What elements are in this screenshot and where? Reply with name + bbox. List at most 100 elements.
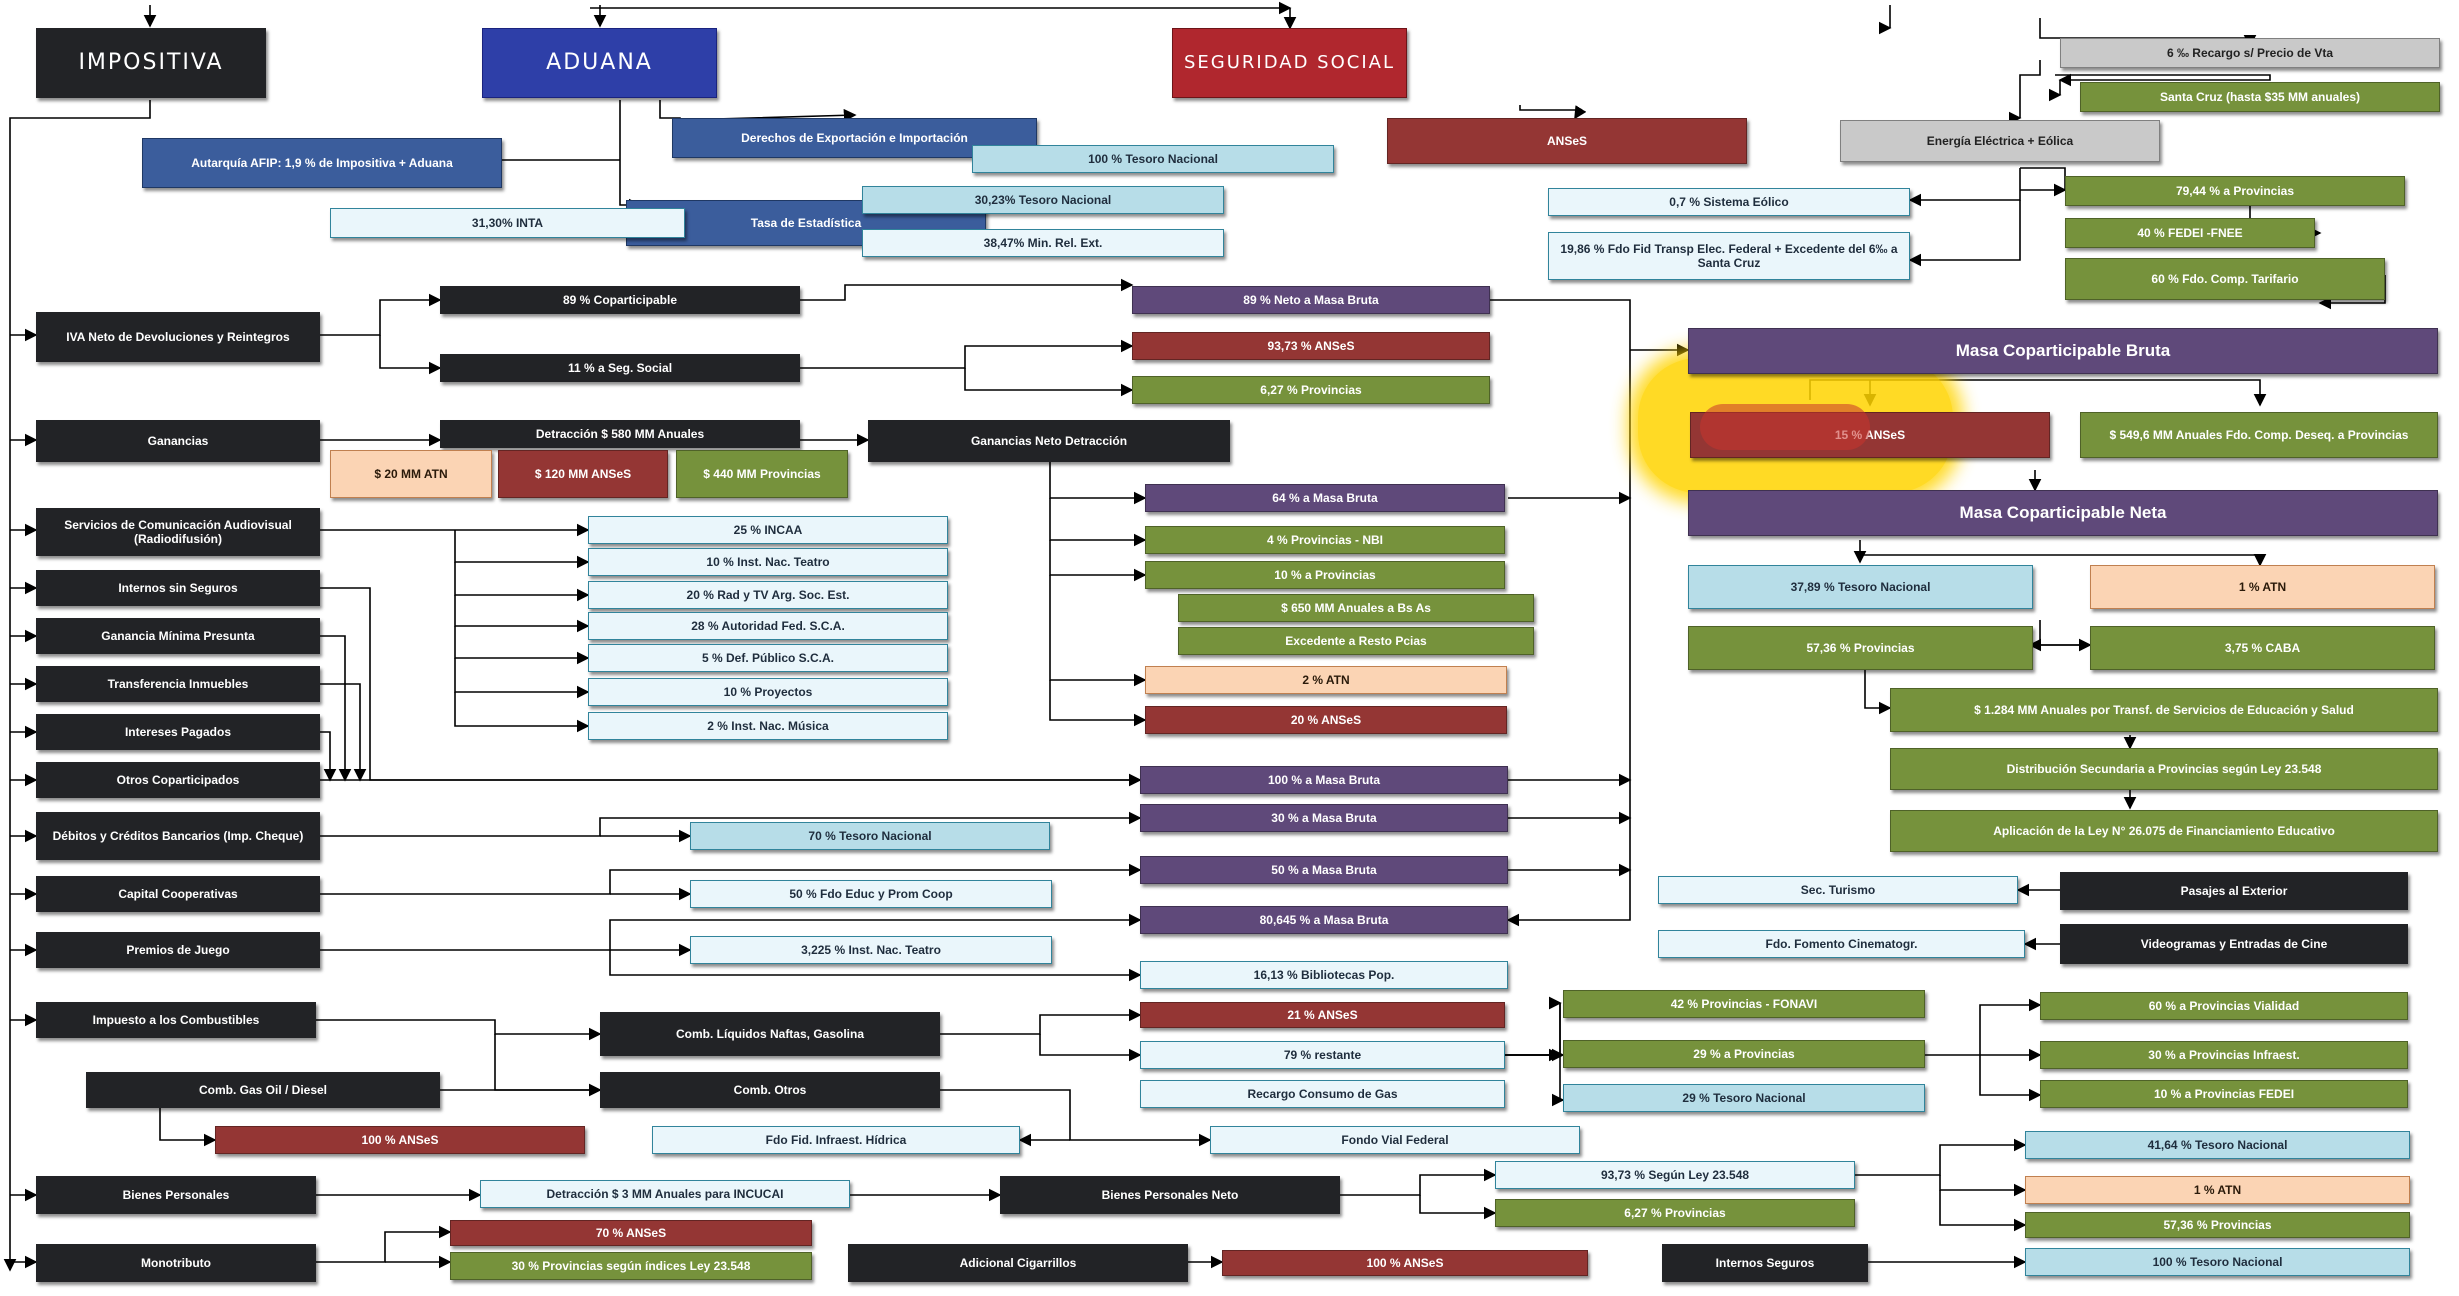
premios-juego-box: Premios de Juego [36,932,320,968]
sca-10-teatro-box: 10 % Inst. Nac. Teatro [588,548,948,576]
fondo-vial-box: Fondo Vial Federal [1210,1126,1580,1154]
bp-1-atn-box: 1 % ATN [2025,1176,2410,1204]
comb-21-anses-box: 21 % ANSeS [1140,1002,1505,1028]
cig-100-anses-box: 100 % ANSeS [1222,1250,1588,1276]
sca-5-defensor-box: 5 % Def. Público S.C.A. [588,644,948,672]
monotributo-box: Monotributo [36,1244,316,1282]
mono-70-anses-box: 70 % ANSeS [450,1220,812,1246]
internos-seguros-box: Internos Seguros [1662,1244,1868,1282]
tesoro-3023-box: 30,23% Tesoro Nacional [862,186,1224,214]
ee-60-comp-tarifario-box: 60 % Fdo. Comp. Tarifario [2065,258,2385,300]
gan-4-nbi-box: 4 % Provincias - NBI [1145,526,1505,554]
premios-1613-bibliotecas-box: 16,13 % Bibliotecas Pop. [1140,961,1508,989]
fdo-fomento-cine-box: Fdo. Fomento Cinematogr. [1658,930,2025,958]
gan-2-atn-box: 2 % ATN [1145,666,1507,694]
comb-42-fonavi-box: 42 % Provincias - FONAVI [1563,990,1925,1018]
anses-120mm-box: $ 120 MM ANSeS [498,450,668,498]
deb-70-tesoro-box: 70 % Tesoro Nacional [690,822,1050,850]
adicional-cigarrillos-box: Adicional Cigarrillos [848,1244,1188,1282]
servicios-comunicacion-box: Servicios de Comunicación Audiovisual (R… [36,508,320,556]
recargo-gas-box: Recargo Consumo de Gas [1140,1080,1505,1108]
gan-10-provincias-box: 10 % a Provincias [1145,561,1505,589]
comb-29-provincias-box: 29 % a Provincias [1563,1040,1925,1068]
neta-1284mm-box: $ 1.284 MM Anuales por Transf. de Servic… [1890,688,2438,732]
detraccion-580-box: Detracción $ 580 MM Anuales [440,420,800,448]
premios-3225-teatro-box: 3,225 % Inst. Nac. Teatro [690,936,1052,964]
autarquia-afip-box: Autarquía AFIP: 1,9 % de Impositiva + Ad… [142,138,502,188]
otros-100-masa-box: 100 % a Masa Bruta [1140,766,1508,794]
ee-7944-provincias-box: 79,44 % a Provincias [2065,176,2405,206]
bp-9373-ley-box: 93,73 % Según Ley 23.548 [1495,1161,1855,1189]
neta-1-atn-box: 1 % ATN [2090,565,2435,609]
intereses-pagados-box: Intereses Pagados [36,714,320,750]
masa-5496mm-box: $ 549,6 MM Anuales Fdo. Comp. Deseq. a P… [2080,412,2438,458]
neta-5736-provincias-box: 57,36 % Provincias [1688,626,2033,670]
pasajes-exterior-box: Pasajes al Exterior [2060,872,2408,910]
iva-627-provincias-box: 6,27 % Provincias [1132,376,1490,404]
atn-20mm-box: $ 20 MM ATN [330,450,492,498]
bp-627-provincias-box: 6,27 % Provincias [1495,1199,1855,1227]
aduana-box: ADUANA [482,28,717,98]
fdo-fid-hidrica-box: Fdo Fid. Infraest. Hídrica [652,1126,1020,1154]
fdo-fid-transp-box: 19,86 % Fdo Fid Transp Elec. Federal + E… [1548,232,1910,280]
videogramas-box: Videogramas y Entradas de Cine [2060,924,2408,964]
debitos-creditos-box: Débitos y Créditos Bancarios (Imp. Chequ… [36,812,320,860]
tesoro-100-aduana-box: 100 % Tesoro Nacional [972,145,1334,173]
sistema-eolico-box: 0,7 % Sistema Eólico [1548,188,1910,216]
sca-10-proyectos-box: 10 % Proyectos [588,678,948,706]
derechos-export-import-box: Derechos de Exportación e Importación [672,118,1037,158]
ley-26075-box: Aplicación de la Ley N° 26.075 de Financ… [1890,810,2438,852]
masa-bruta-box: Masa Coparticipable Bruta [1688,328,2438,374]
seg-100-tesoro-box: 100 % Tesoro Nacional [2025,1248,2410,1276]
gan-excedente-box: Excedente a Resto Pcias [1178,627,1534,655]
sca-20-rtv-box: 20 % Rad y TV Arg. Soc. Est. [588,581,948,609]
comb-29-tesoro-box: 29 % Tesoro Nacional [1563,1084,1925,1112]
coop-50-masa-box: 50 % a Masa Bruta [1140,856,1508,884]
neta-375-caba-box: 3,75 % CABA [2090,626,2435,670]
comb-79-restante-box: 79 % restante [1140,1041,1505,1069]
masa-neta-box: Masa Coparticipable Neta [1688,490,2438,536]
sca-25-incaa-box: 25 % INCAA [588,516,948,544]
comb-gas-oil-box: Comb. Gas Oil / Diesel [86,1072,440,1108]
highlight-scribble [1700,404,1870,450]
seguridad-social-box: SEGURIDAD SOCIAL [1172,28,1407,98]
impositiva-box: IMPOSITIVA [36,28,266,98]
iva-11-seg-social-box: 11 % a Seg. Social [440,354,800,382]
min-rel-ext-box: 38,47% Min. Rel. Ext. [862,229,1224,257]
gan-64-masa-box: 64 % a Masa Bruta [1145,484,1505,512]
ganancias-box: Ganancias [36,420,320,462]
detraccion-incucai-box: Detracción $ 3 MM Anuales para INCUCAI [480,1180,850,1208]
energia-electrica-box: Energía Eléctrica + Eólica [1840,120,2160,162]
sec-turismo-box: Sec. Turismo [1658,876,2018,904]
iva-9373-anses-box: 93,73 % ANSeS [1132,332,1490,360]
impuesto-combustibles-box: Impuesto a los Combustibles [36,1002,316,1038]
recargo-precio-vta-box: 6 ‰ Recargo s/ Precio de Vta [2060,38,2440,68]
premios-80645-box: 80,645 % a Masa Bruta [1140,906,1508,934]
otros-copart-box: Otros Coparticipados [36,762,320,798]
comb-60-vialidad-box: 60 % a Provincias Vialidad [2040,992,2408,1020]
bp-5736-provincias-box: 57,36 % Provincias [2025,1212,2410,1238]
iva-neto-box: IVA Neto de Devoluciones y Reintegros [36,312,320,362]
santa-cruz-35mm-box: Santa Cruz (hasta $35 MM anuales) [2080,82,2440,112]
ee-40-fedei-box: 40 % FEDEI -FNEE [2065,218,2315,248]
distribucion-secundaria-box: Distribución Secundaria a Provincias seg… [1890,748,2438,790]
gan-650mm-bsas-box: $ 650 MM Anuales a Bs As [1178,594,1534,622]
comb-10-fedei-box: 10 % a Provincias FEDEI [2040,1080,2408,1108]
mono-30-provincias-box: 30 % Provincias según índices Ley 23.548 [450,1252,812,1280]
capital-cooperativas-box: Capital Cooperativas [36,876,320,912]
comb-100-anses-box: 100 % ANSeS [215,1126,585,1154]
coop-50-fdo-educ-box: 50 % Fdo Educ y Prom Coop [690,880,1052,908]
ganancias-neto-detraccion-box: Ganancias Neto Detracción [868,420,1230,462]
transferencia-inmuebles-box: Transferencia Inmuebles [36,666,320,702]
ganancia-minima-box: Ganancia Mínima Presunta [36,618,320,654]
iva-89-masa-bruta-box: 89 % Neto a Masa Bruta [1132,286,1490,314]
comb-otros-box: Comb. Otros [600,1072,940,1108]
deb-30-masa-box: 30 % a Masa Bruta [1140,804,1508,832]
internos-sin-seguros-box: Internos sin Seguros [36,570,320,606]
inta-box: 31,30% INTA [330,208,685,238]
iva-89-copart-box: 89 % Coparticipable [440,286,800,314]
sca-2-musica-box: 2 % Inst. Nac. Música [588,712,948,740]
comb-30-infraest-box: 30 % a Provincias Infraest. [2040,1041,2408,1069]
comb-liquidos-box: Comb. Líquidos Naftas, Gasolina [600,1012,940,1056]
sca-28-autoridad-box: 28 % Autoridad Fed. S.C.A. [588,612,948,640]
